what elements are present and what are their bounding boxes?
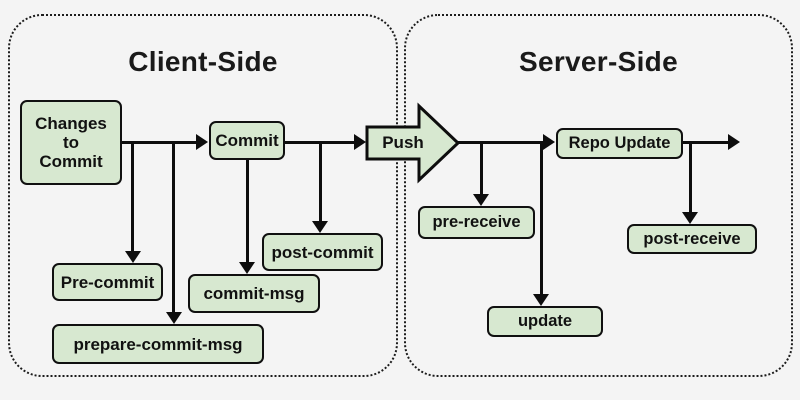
arrowhead-into-pre-commit [125,251,141,263]
arrowhead-into-pre-receive [473,194,489,206]
connector-to-commit-msg [246,159,249,263]
arrowhead-into-commit-msg [239,262,255,274]
connector-to-post-commit [319,142,322,222]
connector-to-post-receive [689,142,692,213]
node-pre-commit: Pre-commit [52,263,163,301]
arrowhead-into-post-receive [682,212,698,224]
connector-push-to-repo-update [456,141,544,144]
node-commit: Commit [209,121,285,160]
arrowhead-into-repo-update [543,134,555,150]
server-side-panel: Server-Side [404,14,793,377]
node-pre-receive: pre-receive [418,206,535,239]
client-side-title: Client-Side [128,46,278,77]
arrowhead-repo-update-out [728,134,740,150]
push-label: Push [382,133,424,152]
connector-to-update [540,142,543,295]
node-repo-update: Repo Update [556,128,683,159]
connector-to-pre-receive [480,142,483,195]
arrowhead-into-commit [196,134,208,150]
connector-to-prepare-commit-msg [172,142,175,313]
server-side-title: Server-Side [519,46,678,77]
arrowhead-into-update [533,294,549,306]
connector-to-pre-commit [131,142,134,252]
node-changes-to-commit: Changes to Commit [20,100,122,185]
node-commit-msg: commit-msg [188,274,320,313]
arrowhead-into-push [354,134,366,150]
node-prepare-commit-msg: prepare-commit-msg [52,324,264,364]
push-block-arrow [365,102,461,184]
node-post-commit: post-commit [262,233,383,271]
connector-changes-to-commit [122,141,198,144]
arrowhead-into-prepare-commit-msg [166,312,182,324]
node-update: update [487,306,603,337]
node-post-receive: post-receive [627,224,757,254]
connector-repo-update-out [683,141,729,144]
client-side-panel: Client-Side [8,14,398,377]
arrowhead-into-post-commit [312,221,328,233]
